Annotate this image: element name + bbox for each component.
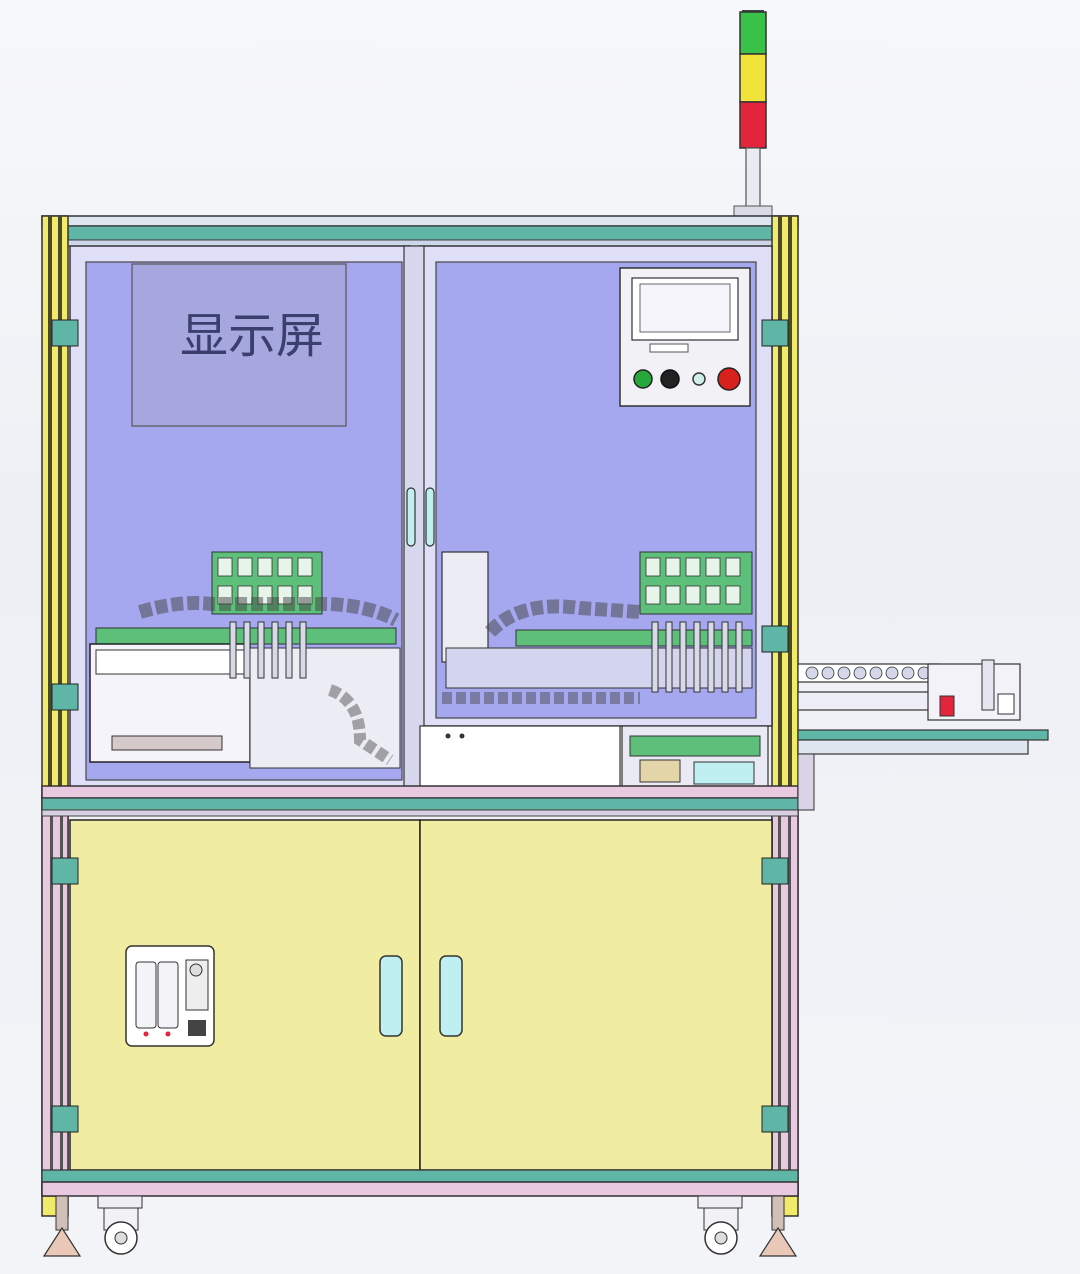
caster-wheel-icon <box>97 1195 743 1255</box>
left-mechanism <box>89 551 401 769</box>
emergency-stop-button[interactable] <box>717 367 741 391</box>
upper-right-door-handle <box>425 487 435 547</box>
upper-left-door-handle <box>406 487 416 547</box>
drive-board-assembly <box>621 725 769 789</box>
blank-panel <box>419 725 621 789</box>
indicator-light <box>692 372 706 386</box>
air-filter-regulator-icon <box>125 945 215 1047</box>
lower-left-door-handle[interactable] <box>379 955 403 1037</box>
outfeed-conveyor <box>797 659 1049 811</box>
screen-label-panel <box>131 263 347 427</box>
signal-tower-icon <box>733 10 773 217</box>
middle-frame-rail <box>41 785 799 817</box>
bottom-frame-rail <box>41 1169 799 1197</box>
lower-right-door-handle[interactable] <box>439 955 463 1037</box>
screen-label: 显示屏 <box>180 308 324 364</box>
leveling-foot-icon <box>42 1195 798 1257</box>
corner-bracket-set <box>51 319 789 1133</box>
right-mechanism <box>441 551 753 704</box>
left-upright-post <box>41 215 69 1217</box>
stop-button[interactable] <box>660 369 680 389</box>
lower-right-cabinet-door <box>419 819 773 1171</box>
start-button[interactable] <box>633 369 653 389</box>
right-upright-post <box>771 215 799 1217</box>
lower-left-cabinet-door <box>69 819 421 1171</box>
top-frame-rail <box>41 215 799 247</box>
